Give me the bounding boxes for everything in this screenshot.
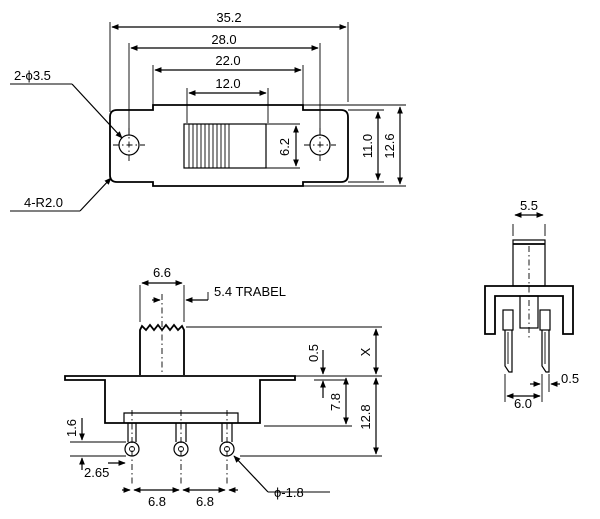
dim-6-6: 6.6 xyxy=(153,265,171,280)
dim-28-0: 28.0 xyxy=(211,32,236,47)
dim-travel: 5.4 TRABEL xyxy=(214,284,286,299)
dim-12-8: 12.8 xyxy=(358,404,373,429)
side-view: 6.6 5.4 TRABEL X xyxy=(64,265,382,509)
dim-12-6: 12.6 xyxy=(382,133,397,158)
end-body xyxy=(484,285,574,335)
dim-6-0: 6.0 xyxy=(514,396,532,411)
dim-1-6: 1.6 xyxy=(64,419,79,437)
dim-0-5-pin: 0.5 xyxy=(561,371,579,386)
dim-pitch-1: 6.8 xyxy=(148,494,166,509)
end-view: 5.5 6.0 0.5 xyxy=(484,198,579,411)
dim-pin-dia: ϕ-1.8 xyxy=(274,485,304,500)
dim-0-5-gap: 0.5 xyxy=(306,344,321,362)
dim-2-65: 2.65 xyxy=(84,465,109,480)
actuator-ribs xyxy=(188,124,230,168)
dim-pitch-2: 6.8 xyxy=(196,494,214,509)
dim-6-2: 6.2 xyxy=(277,138,292,156)
dim-12-0: 12.0 xyxy=(215,76,240,91)
side-flange xyxy=(64,375,296,424)
top-view: 35.2 28.0 22.0 12.0 xyxy=(10,10,406,212)
dim-7-8: 7.8 xyxy=(328,393,343,411)
dim-22-0: 22.0 xyxy=(215,53,240,68)
callout-holes: 2-ϕ3.5 xyxy=(14,68,51,83)
dim-35-2: 35.2 xyxy=(216,10,241,25)
dim-x: X xyxy=(358,347,373,356)
dim-5-5: 5.5 xyxy=(520,198,538,213)
side-terminals xyxy=(124,423,235,457)
callout-radius: 4-R2.0 xyxy=(24,195,63,210)
top-body-outline xyxy=(109,104,349,187)
dim-11-0: 11.0 xyxy=(360,134,375,158)
end-terminals xyxy=(502,309,551,373)
